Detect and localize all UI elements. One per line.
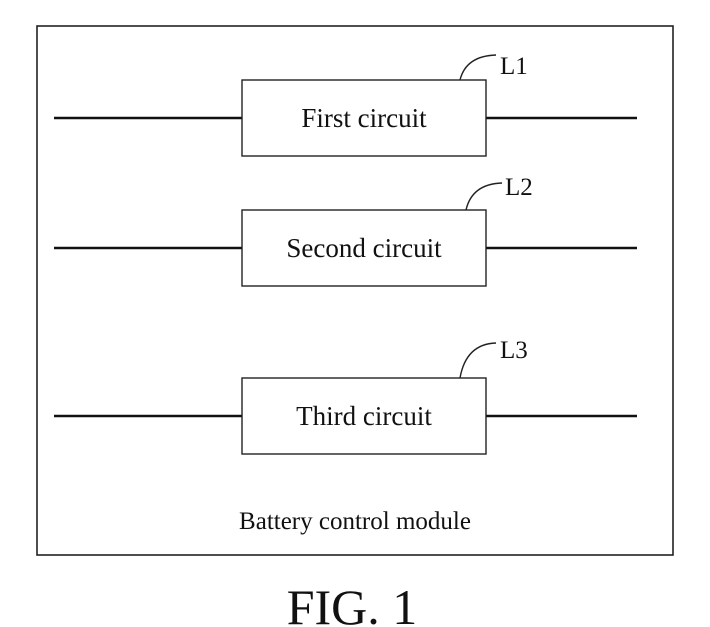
circuit-second-ref: L2 — [505, 174, 533, 201]
circuit-first-label: First circuit — [301, 103, 427, 133]
circuit-third-label: Third circuit — [296, 401, 432, 431]
figure-label: FIG. 1 — [287, 579, 418, 627]
circuit-second-leader-line — [466, 183, 502, 210]
circuit-first-leader-line — [460, 55, 496, 80]
circuit-third: Third circuit L3 — [54, 337, 637, 454]
module-label: Battery control module — [239, 508, 471, 535]
circuit-second-label: Second circuit — [286, 233, 442, 263]
circuit-third-ref: L3 — [500, 337, 528, 364]
circuit-first: First circuit L1 — [54, 53, 637, 156]
circuit-first-ref: L1 — [500, 53, 528, 80]
circuit-second: Second circuit L2 — [54, 174, 637, 286]
circuit-third-leader-line — [460, 343, 496, 378]
